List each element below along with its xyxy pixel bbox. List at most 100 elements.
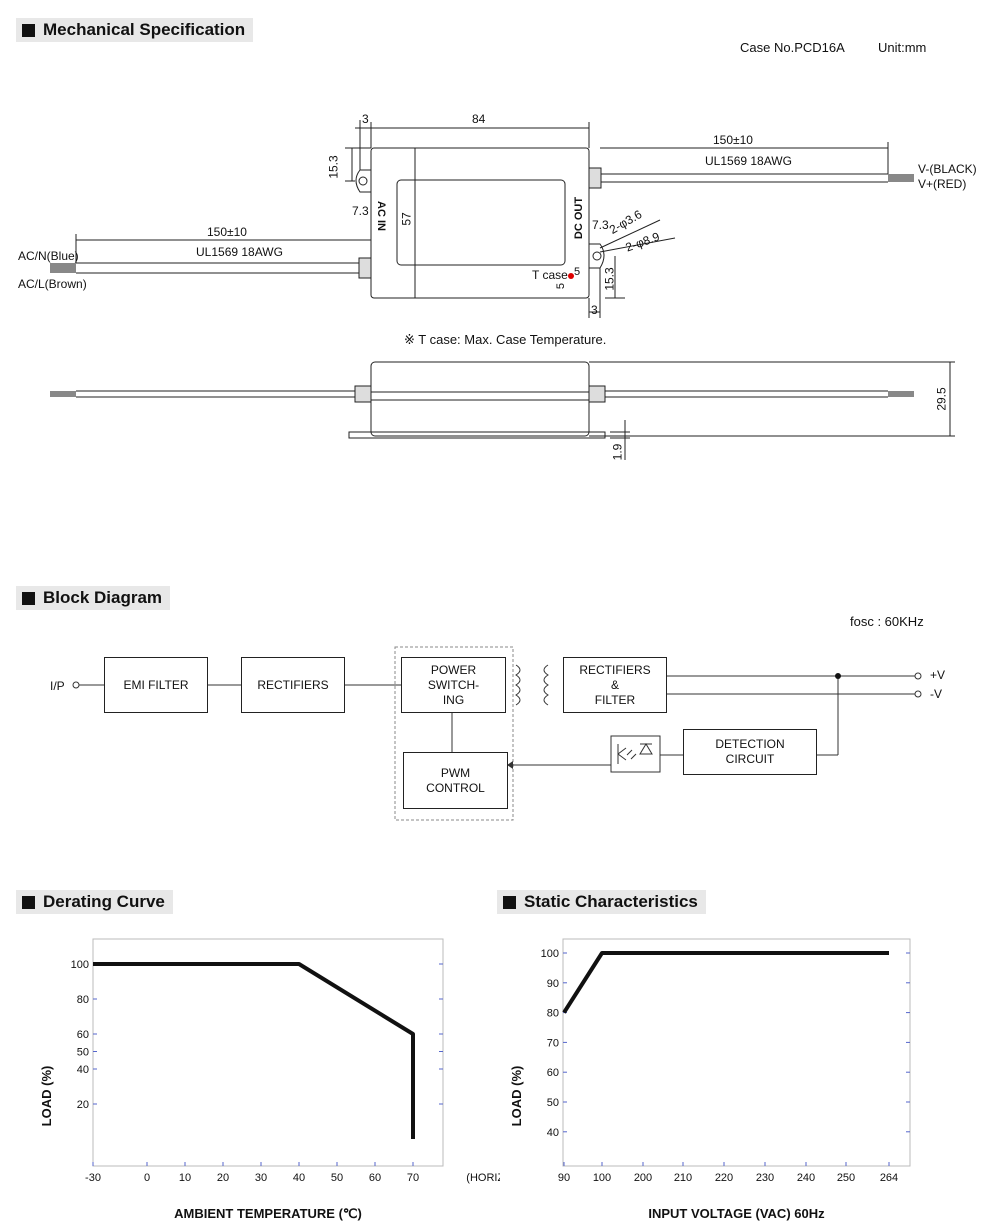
x-tick-label: 10 [179,1172,191,1184]
y-axis-label: LOAD (%) [509,1066,524,1127]
dim-150-right: 150±10 [713,133,753,147]
emi-filter-block: EMI FILTER [104,657,208,713]
x-tick-label: 40 [293,1172,305,1184]
x-tick-label: 30 [255,1172,267,1184]
v-minus-black-label: V-(BLACK) [918,162,977,176]
t-case-label: T case [532,268,568,282]
rectifiers-filter-block: RECTIFIERS & FILTER [563,657,667,713]
v-plus-red-label: V+(RED) [918,177,967,191]
x-tick-label: 200 [634,1172,652,1184]
power-switching-block: POWER SWITCH- ING [401,657,506,713]
mechanical-drawing-side-view [50,361,955,460]
x-tick-label: -30 [85,1172,101,1184]
block-label: SWITCH- [427,677,480,692]
section-label: Mechanical Specification [43,20,246,39]
awg-left: UL1569 18AWG [196,245,283,259]
section-label: Static Characteristics [524,892,698,911]
y-tick-label: 50 [547,1097,559,1109]
section-label: Derating Curve [43,892,165,911]
x-tick-label: 230 [756,1172,774,1184]
y-tick-label: 70 [547,1037,559,1049]
x-axis-label: AMBIENT TEMPERATURE (℃) [174,1206,362,1221]
x-tick-label: 70 [407,1172,419,1184]
plot-area [562,938,911,1167]
section-derating-title: Derating Curve [16,890,173,914]
wire-end-hatch [888,391,914,397]
block-label: POWER [430,662,477,677]
x-tick-label: 220 [715,1172,733,1184]
x-tick-label: 264 [880,1172,898,1184]
dim-3-bottom: 3 [591,303,598,317]
label-dc-out: DC OUT [573,196,586,240]
series-line [562,951,889,1014]
x-tick-label: 100 [593,1172,611,1184]
vminus-label: -V [930,687,942,701]
dim-84: 84 [472,112,486,126]
plot-area [92,938,444,1167]
t-case-note: ※ T case: Max. Case Temperature. [404,332,607,347]
x-axis-label: INPUT VOLTAGE (VAC) 60Hz [648,1206,825,1221]
unit-label: Unit:mm [878,40,927,55]
detection-circuit-block: DETECTION CIRCUIT [683,729,817,775]
dim-15-3-left: 15.3 [326,155,341,179]
block-label: RECTIFIERS [257,677,329,692]
wire-end-hatch [50,391,76,397]
wire-end-hatch [50,263,76,273]
square-bullet-icon [22,895,35,909]
arrow-left-icon [507,761,513,769]
dim-5a: 5 [574,266,581,278]
y-tick-label: 40 [547,1127,559,1139]
x-tick-label: 90 [558,1172,570,1184]
block-label: & [610,677,619,692]
section-mechanical-title: Mechanical Specification [16,18,254,42]
section-label: Block Diagram [43,588,163,607]
x-extra-label: (HORIZONTAL) [466,1172,500,1184]
wire-end-hatch [888,174,914,182]
y-tick-label: 60 [547,1067,559,1079]
block-label: CONTROL [426,780,485,795]
y-tick-label: 90 [547,978,559,990]
dim-7-3-right: 7.3 [592,218,609,232]
x-tick-label: 50 [331,1172,343,1184]
x-tick-label: 210 [674,1172,692,1184]
junction-dot-icon [835,673,841,679]
ac-l-label: AC/L(Brown) [18,277,87,291]
y-tick-label: 100 [71,959,89,971]
dim-15-3-right: 15.3 [602,267,617,291]
block-label: DETECTION [715,737,785,751]
square-bullet-icon [503,895,516,909]
y-tick-label: 100 [541,948,559,960]
ac-n-label: AC/N(Blue) [18,249,79,263]
x-tick-label: 60 [369,1172,381,1184]
dim-5b: 5 [555,282,568,290]
block-label: ING [442,692,465,707]
mechanical-drawing-top-view [50,120,914,318]
block-label: FILTER [594,692,636,707]
section-static-title: Static Characteristics [497,890,706,914]
y-tick-label: 20 [77,1099,89,1111]
block-diagram-wiring [72,646,922,821]
x-tick-label: 20 [217,1172,229,1184]
series-line [93,962,415,1139]
derating-curve-chart: -300102030405060701008060504020(HORIZONT… [39,938,500,1221]
input-label: I/P [50,679,65,693]
block-label: EMI FILTER [123,677,189,692]
block-label: RECTIFIERS [579,662,651,677]
y-tick-label: 80 [77,994,89,1006]
pwm-control-block: PWM CONTROL [403,752,508,809]
label-ac-in: AC IN [374,201,387,231]
awg-right: UL1569 18AWG [705,154,792,168]
dim-1-9: 1.9 [610,443,625,461]
square-bullet-icon [22,591,35,605]
block-label: PWM [440,765,471,780]
x-tick-label: 0 [144,1172,150,1184]
square-bullet-icon [22,23,35,37]
t-case-marker-icon [568,273,574,279]
y-tick-label: 80 [547,1008,559,1020]
dim-150-left: 150±10 [207,225,247,239]
y-tick-label: 60 [77,1029,89,1041]
dim-29-5: 29.5 [934,387,949,411]
y-axis-label: LOAD (%) [39,1066,54,1127]
vplus-label: +V [930,668,946,682]
